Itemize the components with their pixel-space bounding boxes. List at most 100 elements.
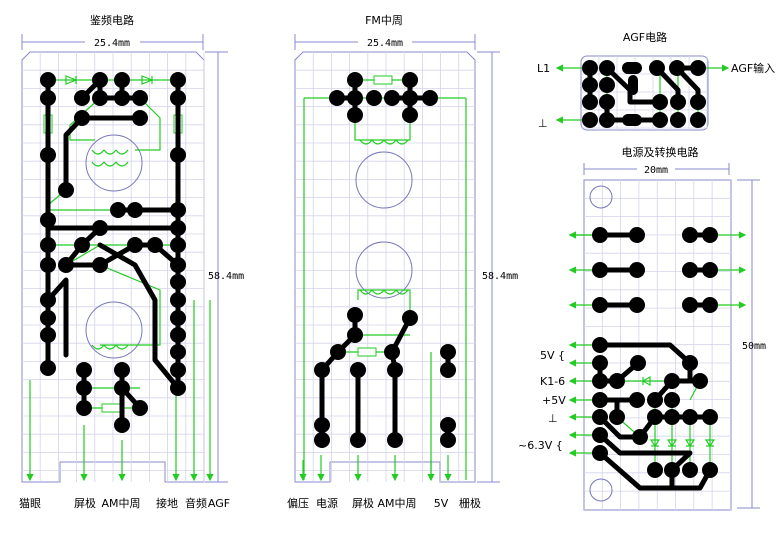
pin-label: 音频 xyxy=(185,496,207,510)
solder-pad xyxy=(582,112,598,128)
solder-pad xyxy=(682,262,698,278)
solder-pad xyxy=(170,380,186,396)
solder-pad xyxy=(592,297,608,313)
solder-pad xyxy=(347,72,363,88)
solder-pad xyxy=(387,362,403,378)
solder-pad xyxy=(402,107,418,123)
solder-pad xyxy=(630,355,646,371)
solder-pad xyxy=(92,220,108,236)
solder-pad xyxy=(170,220,186,236)
resistor-icon xyxy=(357,347,377,357)
solder-pad xyxy=(114,362,130,378)
solder-pad xyxy=(592,355,608,371)
solder-pad xyxy=(170,90,186,106)
solder-pad xyxy=(402,310,418,326)
solder-pad xyxy=(40,292,56,308)
solder-pad xyxy=(652,112,668,128)
solder-pad xyxy=(147,237,163,253)
coil-icon xyxy=(359,289,373,295)
solder-pad xyxy=(76,400,92,416)
solder-pad xyxy=(114,380,130,396)
solder-pad xyxy=(702,297,718,313)
solder-pad xyxy=(40,257,56,273)
diode-icon xyxy=(704,439,716,448)
solder-pad xyxy=(592,427,608,443)
solder-pad xyxy=(599,94,615,110)
solder-pad xyxy=(74,90,90,106)
solder-pad xyxy=(664,462,680,478)
solder-pad xyxy=(170,274,186,290)
solder-pad xyxy=(74,110,90,126)
solder-pad xyxy=(330,344,346,360)
solder-pad xyxy=(664,409,680,425)
coil-icon xyxy=(91,344,105,350)
solder-pad xyxy=(92,72,108,88)
pin-label: AM中周 xyxy=(101,497,140,510)
solder-pad xyxy=(632,429,648,445)
board-title: 鉴频电路 xyxy=(90,13,134,27)
solder-pad xyxy=(314,417,330,433)
coil-icon xyxy=(383,139,397,145)
coil-icon xyxy=(395,289,409,295)
board-title: 电源及转换电路 xyxy=(622,145,699,159)
solder-pad xyxy=(599,77,615,93)
pin-label: 栅极 xyxy=(459,496,481,510)
diode-icon xyxy=(666,439,678,448)
diode-icon xyxy=(65,75,154,85)
solder-pad xyxy=(402,90,418,106)
solder-pad xyxy=(422,90,438,106)
solder-pad xyxy=(132,110,148,126)
component-wire xyxy=(99,264,161,346)
solder-pad xyxy=(92,257,108,273)
solder-pad xyxy=(592,262,608,278)
solder-pad xyxy=(702,409,718,425)
label-ground: ⊥ xyxy=(538,117,548,130)
coil-icon xyxy=(115,344,129,350)
solder-pad xyxy=(40,72,56,88)
solder-pad xyxy=(170,72,186,88)
solder-pad xyxy=(76,380,92,396)
solder-pad xyxy=(629,297,645,313)
resistor-icon xyxy=(373,75,393,85)
solder-pad xyxy=(592,337,608,353)
copper-trace xyxy=(604,65,663,105)
copper-trace xyxy=(45,277,69,358)
width-dimension: 25.4mm xyxy=(94,38,130,49)
label-k1-6: K1-6 xyxy=(540,375,565,388)
board-title: FM中周 xyxy=(365,14,403,27)
pin-label: 屏极 xyxy=(74,496,96,510)
solder-pad xyxy=(387,432,403,448)
solder-pad xyxy=(170,310,186,326)
solder-pad xyxy=(170,257,186,273)
solder-pad xyxy=(670,94,686,110)
coil-icon xyxy=(91,161,105,167)
solder-pad xyxy=(622,62,642,74)
pin-label: 屏极 xyxy=(352,496,374,510)
solder-pad xyxy=(170,292,186,308)
solder-pad xyxy=(690,94,706,110)
solder-pad xyxy=(592,392,608,408)
solder-pad xyxy=(127,237,143,253)
solder-pad xyxy=(609,373,625,389)
component-wire xyxy=(135,97,161,151)
solder-pad xyxy=(592,227,608,243)
solder-pad xyxy=(440,362,456,378)
solder-pad xyxy=(384,344,400,360)
solder-pad xyxy=(40,147,56,163)
label-ground: ⊥ xyxy=(548,412,558,425)
solder-pad xyxy=(592,445,608,461)
solder-pad xyxy=(670,112,686,128)
solder-pad xyxy=(622,114,642,126)
coil-icon xyxy=(371,289,385,295)
height-dimension: 50mm xyxy=(742,341,766,352)
solder-pad xyxy=(690,112,706,128)
solder-pad xyxy=(599,112,615,128)
solder-pad xyxy=(669,60,685,76)
solder-pad xyxy=(682,355,698,371)
solder-pad xyxy=(582,77,598,93)
resistor-icon xyxy=(101,403,121,413)
solder-pad xyxy=(440,344,456,360)
solder-pad xyxy=(647,462,663,478)
